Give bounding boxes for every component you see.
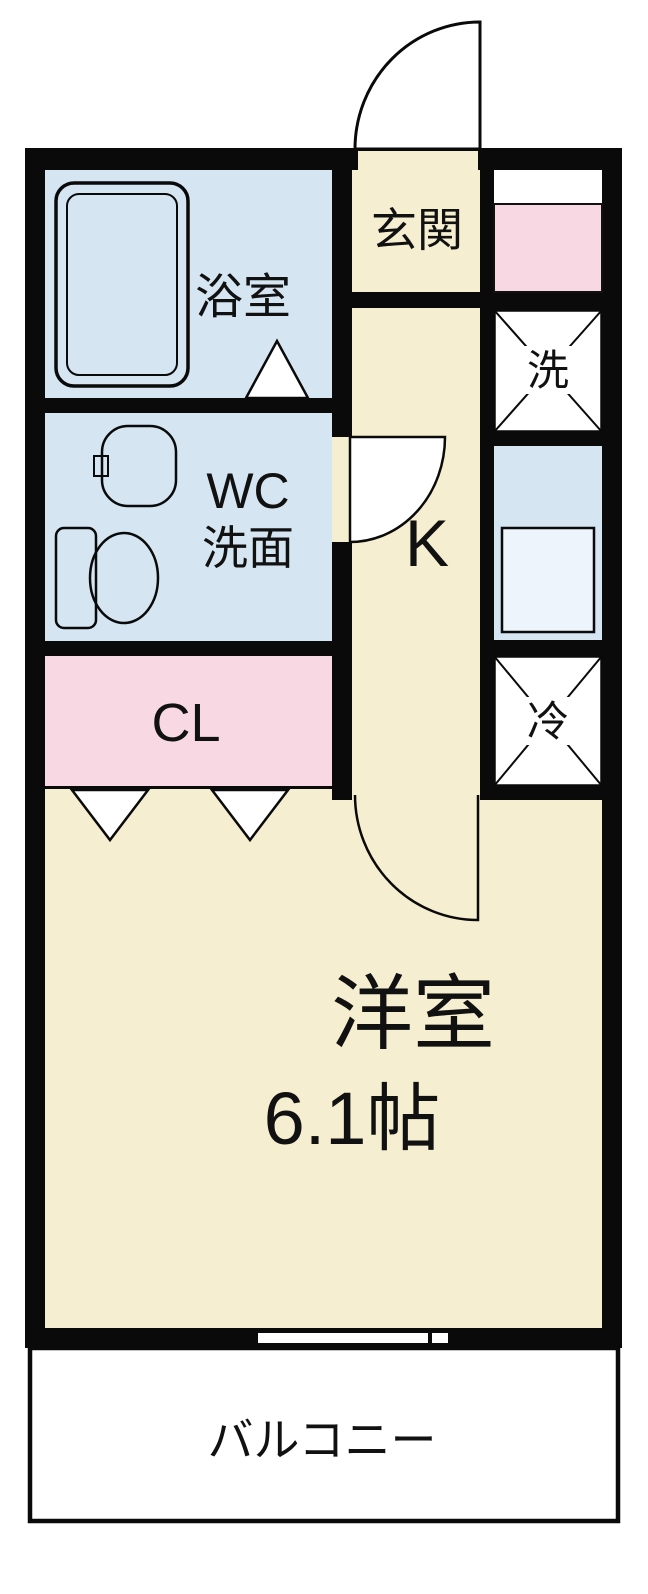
entrance-door-arc [353,20,482,151]
washer-label-backing [524,346,572,394]
bath-door-icon [243,338,311,400]
fridge-label: 冷 [527,698,569,745]
wc-door-arc [348,435,447,544]
main-room-area [45,800,602,1328]
main-room-label: 洋室 [331,969,495,1060]
toilet-tank-icon [54,526,98,630]
entrance-side-strip [494,170,602,204]
closet-door-icon-2 [209,788,291,843]
balcony-area [27,1345,621,1524]
closet-area [45,656,332,786]
balcony-label: バルコニー [207,1414,436,1466]
washroom-label: 洗面 [202,522,294,574]
entrance-opening [358,151,478,170]
balcony-window-tick [428,1331,432,1345]
main-room-size-label: 6.1帖 [264,1077,441,1160]
bathtub-icon [54,181,190,388]
toilet-bowl-icon [88,531,160,625]
balcony-window [258,1333,448,1343]
closet-opening [45,789,332,800]
wc-label: WC [206,463,289,519]
closet-label: CL [151,693,220,753]
kitchen-label: K [405,506,449,580]
washbasin-icon [100,424,178,508]
kitchen-sink-icon [500,526,596,634]
entrance-label: 玄関 [371,204,463,256]
wc-door-opening [332,437,352,542]
entrance-step [352,292,480,308]
washbasin-tap-icon [93,455,109,477]
closet-door-icon-1 [69,788,151,843]
bathtub-inner-icon [66,193,178,376]
bath-label: 浴室 [195,271,291,324]
washer-label: 洗 [527,347,569,394]
room-door-arc [353,794,480,922]
wc-area [45,413,332,641]
fridge-label-backing [524,697,572,745]
shoe-cabinet-area [493,203,603,293]
